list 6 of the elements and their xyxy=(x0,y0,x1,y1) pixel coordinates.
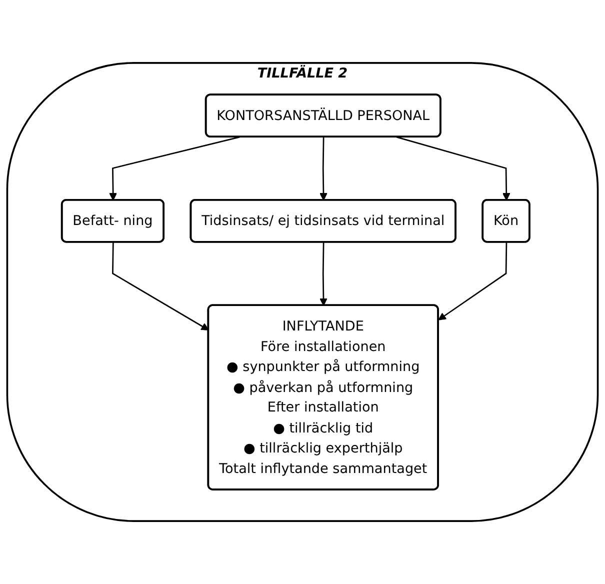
arrow xyxy=(320,242,328,306)
arrow xyxy=(396,136,510,201)
arrow xyxy=(109,136,240,201)
arrow xyxy=(320,137,328,201)
arrow xyxy=(438,242,508,320)
arrow xyxy=(112,242,209,330)
